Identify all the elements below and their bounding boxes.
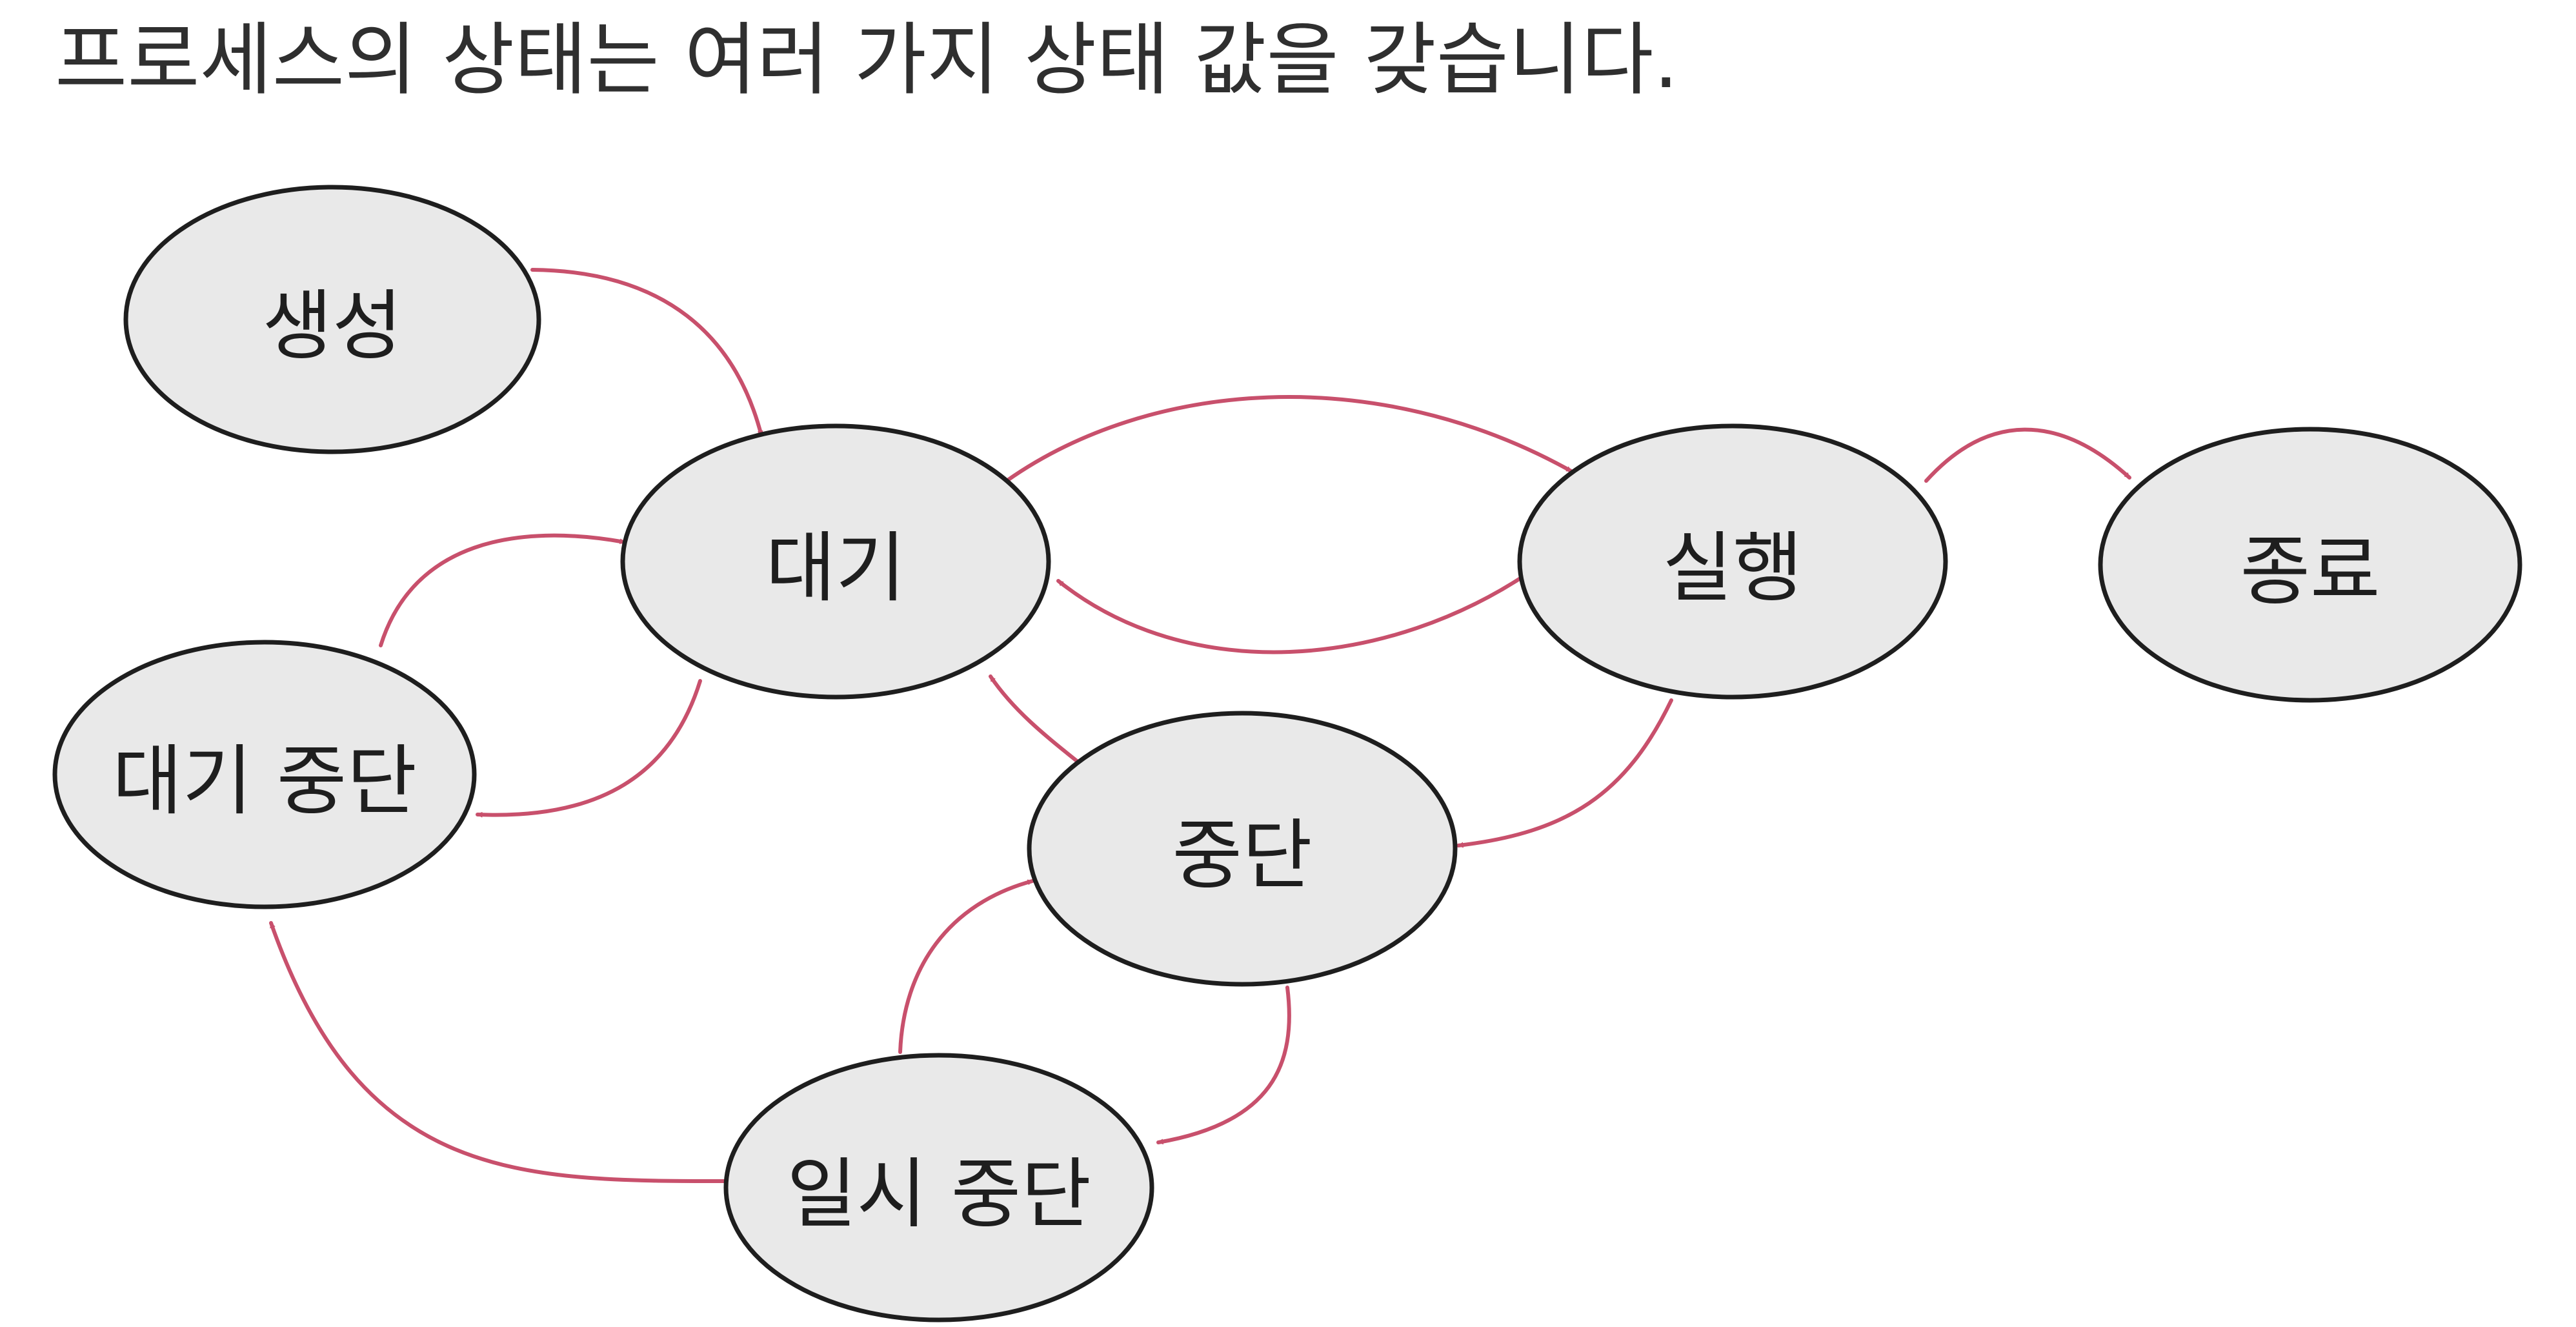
edge-blocked-to-ready	[989, 674, 1080, 764]
node-create: 생성	[123, 185, 541, 454]
arrow-running-to-ready	[1056, 566, 1538, 654]
edge-create-to-ready	[530, 268, 763, 438]
caption-text: 프로세스의 상태는 여러 가지 상태 값을 갖습니다.	[55, 14, 1679, 106]
node-ready-shape	[620, 423, 1051, 700]
node-suspended: 일시 중단	[723, 1053, 1154, 1322]
arrow-suspended-to-blocked	[898, 879, 1034, 1054]
edge-suspended-to-blocked	[898, 879, 1034, 1054]
arrow-create-to-ready	[530, 268, 763, 438]
arrow-running-to-terminated	[1924, 427, 2131, 483]
arrow-suspended-to-ready-suspended	[269, 921, 731, 1183]
node-suspended-shape	[723, 1053, 1154, 1322]
edge-running-to-ready	[1056, 566, 1538, 654]
nodes-layer: 생성 대기 실행 종료 대기 중단 중단	[52, 185, 2522, 1322]
node-ready: 대기	[620, 423, 1051, 700]
edge-ready-to-ready-suspended	[476, 679, 702, 818]
node-ready-suspended-shape	[52, 640, 477, 909]
node-running: 실행	[1517, 423, 1948, 700]
arrow-blocked-to-suspended	[1156, 986, 1291, 1145]
arrow-blocked-to-ready	[989, 674, 1080, 764]
node-blocked: 중단	[1027, 711, 1458, 987]
edge-running-to-terminated	[1924, 427, 2131, 483]
edge-running-to-blocked	[1456, 698, 1673, 848]
node-ready-suspended-label: 대기 중단	[112, 736, 417, 826]
arrow-ready-to-ready-suspended	[476, 679, 702, 818]
edge-ready-suspended-to-ready	[379, 533, 627, 647]
edge-suspended-to-ready-suspended	[269, 921, 731, 1183]
node-running-shape	[1517, 423, 1948, 700]
arrow-ready-to-running	[1005, 395, 1573, 483]
node-terminated-shape	[2098, 427, 2522, 703]
node-blocked-shape	[1027, 711, 1458, 987]
node-terminated-label: 종료	[2240, 527, 2380, 616]
edge-ready-to-running	[1005, 395, 1573, 483]
arrow-running-to-blocked	[1456, 698, 1673, 848]
node-ready-suspended: 대기 중단	[52, 640, 477, 909]
arrow-ready-suspended-to-ready	[379, 533, 627, 647]
edge-blocked-to-suspended	[1156, 986, 1291, 1145]
node-ready-label: 대기	[765, 523, 905, 613]
edges-layer	[269, 268, 2131, 1183]
node-create-label: 생성	[262, 281, 402, 370]
node-create-shape	[123, 185, 541, 454]
node-running-label: 실행	[1662, 523, 1802, 613]
node-blocked-label: 중단	[1172, 811, 1312, 900]
node-suspended-label: 일시 중단	[787, 1150, 1091, 1239]
node-terminated: 종료	[2098, 427, 2522, 703]
